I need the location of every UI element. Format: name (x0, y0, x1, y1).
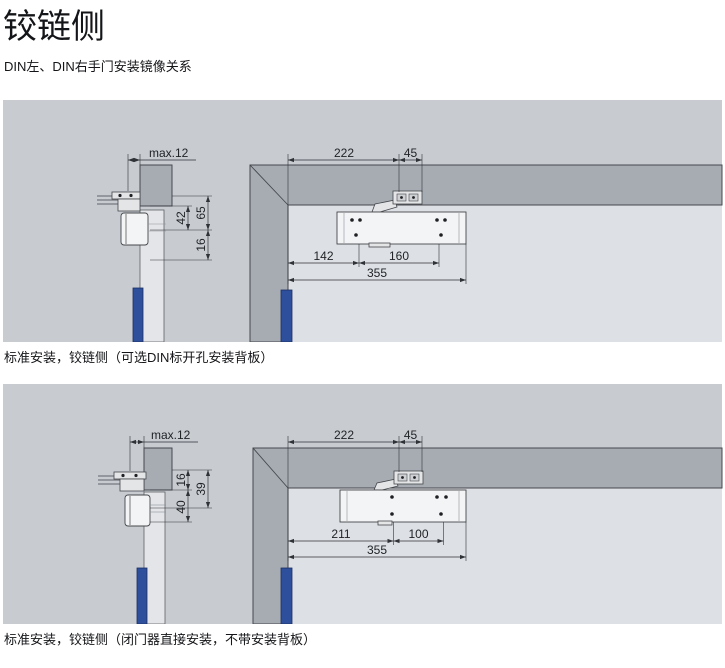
dimension-label: 160 (389, 249, 409, 263)
overall-dimension-label: 355 (367, 543, 387, 557)
pivot-screw (118, 193, 122, 198)
closer-body (339, 489, 467, 523)
bottom-dimensions: 211 100 355 (287, 488, 467, 561)
shoe-screw (412, 196, 415, 199)
pivot-screw (121, 473, 125, 478)
figure-2-drawing: max.12 16 39 40 (3, 384, 723, 624)
height-dimensions: 42 65 16 (150, 195, 212, 261)
dimension-label: 100 (408, 527, 428, 541)
frame-head-section (143, 447, 173, 491)
hinge-side-marker (132, 287, 144, 342)
hinge-side-marker (136, 567, 148, 624)
mounting-hole (435, 495, 439, 499)
front-view: 222 45 211 100 355 (252, 428, 723, 624)
pivot-screw (134, 473, 138, 478)
pivot-screw (129, 193, 133, 198)
door-closer-front-view (339, 470, 467, 526)
mounting-hole (358, 218, 362, 222)
door-closer-side-view (98, 471, 166, 527)
side-view: max.12 16 39 40 (98, 428, 212, 624)
dimension-label: 45 (404, 428, 418, 442)
side-view: max.12 42 65 16 (97, 146, 212, 342)
door-closer-front-view (336, 190, 467, 248)
shoe-screw (401, 476, 404, 479)
front-view: 222 45 142 160 355 (249, 146, 723, 342)
mounting-hole (444, 495, 448, 499)
figure-1-caption: 标准安装，铰链侧（可选DIN标开孔安装背板） (4, 350, 274, 365)
page-subtitle: DIN左、DIN右手门安装镜像关系 (4, 59, 192, 74)
dimension-label: 39 (194, 482, 208, 496)
closer-body (124, 494, 151, 527)
mounting-hole (390, 495, 394, 499)
figure-1-drawing: max.12 42 65 16 (3, 100, 723, 342)
frame-head-section (139, 164, 173, 207)
dimension-label: 42 (174, 211, 188, 225)
figure-2-caption: 标准安装，铰链侧（闭门器直接安装，不带安装背板） (4, 632, 317, 647)
door-closer-side-view (97, 191, 166, 246)
max-label: max.12 (151, 428, 191, 442)
top-dimensions: 222 45 (287, 428, 423, 488)
closer-body (336, 211, 467, 245)
arm-bracket (119, 478, 145, 492)
hinge-side-marker (280, 567, 293, 624)
closer-valve-tab (377, 520, 393, 526)
dimension-label: 16 (194, 238, 208, 252)
dimension-label: 65 (194, 206, 208, 220)
door-leaf-section (139, 209, 165, 342)
mounting-hole (435, 218, 439, 222)
dimension-label: 45 (404, 146, 418, 160)
overall-dimension-label: 355 (367, 266, 387, 280)
closer-valve-tab (368, 242, 391, 248)
mounting-hole (443, 218, 447, 222)
mounting-hole (354, 233, 358, 237)
frame-mitre-line (249, 164, 289, 206)
arm-bracket (117, 198, 141, 212)
arm-pivot (111, 191, 141, 200)
mounting-hole (439, 512, 443, 516)
bottom-dimensions: 142 160 355 (287, 205, 467, 284)
closer-body (120, 212, 149, 246)
height-dimensions: 16 39 40 (150, 469, 212, 523)
dimension-label: 211 (331, 527, 350, 541)
max-dimension: max.12 (129, 428, 198, 471)
dimension-label: 222 (334, 428, 354, 442)
arm-pivot (113, 471, 147, 480)
dimension-label: 222 (334, 146, 354, 160)
max-dimension: max.12 (127, 146, 196, 191)
shoe-screw (400, 196, 403, 199)
dimension-label: 142 (313, 249, 333, 263)
mounting-hole (439, 233, 443, 237)
mounting-hole (350, 218, 354, 222)
max-label: max.12 (149, 146, 189, 160)
mounting-hole (390, 512, 394, 516)
page-title: 铰链侧 (3, 8, 105, 46)
shoe-screw (413, 476, 416, 479)
hinge-side-marker (280, 289, 293, 342)
dimension-label: 40 (174, 500, 188, 514)
top-dimensions: 222 45 (287, 146, 423, 205)
frame-mitre-line (252, 447, 289, 489)
dimension-label: 16 (174, 473, 188, 487)
